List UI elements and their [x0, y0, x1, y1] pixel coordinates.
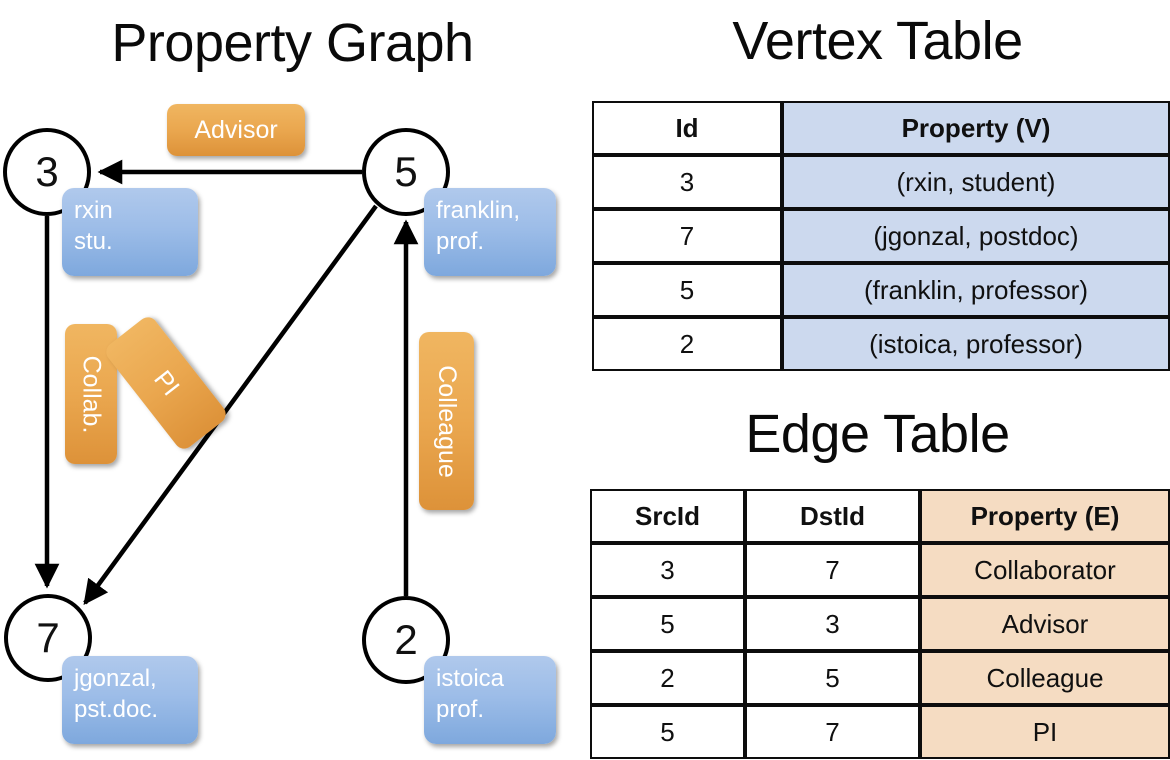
vertex-property-box-5-line2: prof. — [436, 227, 485, 255]
vertex-property-box-5-line1: franklin, — [436, 197, 521, 224]
graph-node-2-label: 2 — [394, 616, 418, 663]
edge-table-cell-dstid: 7 — [745, 543, 920, 597]
table-row: 2 5 Colleague — [590, 651, 1170, 705]
edge-label-advisor-text: Advisor — [194, 115, 278, 144]
edge-label-collab-text: Collab. — [77, 355, 106, 433]
edge-table-cell-srcid: 5 — [590, 705, 745, 759]
edge-label-colleague[interactable]: Colleague — [419, 332, 474, 510]
table-header-row: SrcId DstId Property (E) — [590, 489, 1170, 543]
edge-label-advisor[interactable]: Advisor — [167, 104, 305, 156]
table-row: 5 7 PI — [590, 705, 1170, 759]
vertex-table-cell-property: (jgonzal, postdoc) — [782, 209, 1170, 263]
vertex-table-cell-id: 3 — [592, 155, 782, 209]
vertex-table-cell-property: (rxin, student) — [782, 155, 1170, 209]
page-title-property-graph: Property Graph — [111, 13, 474, 73]
edge-table-header-dstid: DstId — [745, 489, 920, 543]
page-title-edge-table: Edge Table — [745, 404, 1010, 464]
edge-table-cell-dstid: 7 — [745, 705, 920, 759]
edge-table-cell-srcid: 3 — [590, 543, 745, 597]
graph-node-3-label: 3 — [35, 148, 59, 195]
table-row: 2 (istoica, professor) — [592, 317, 1170, 371]
table-row: 7 (jgonzal, postdoc) — [592, 209, 1170, 263]
vertex-table-cell-id: 2 — [592, 317, 782, 371]
vertex-table-cell-id: 7 — [592, 209, 782, 263]
edge-table-cell-srcid: 5 — [590, 597, 745, 651]
vertex-property-box-7[interactable]: jgonzal, pst.doc. — [62, 656, 198, 744]
edge-table-cell-dstid: 3 — [745, 597, 920, 651]
vertex-table-header-id: Id — [592, 101, 782, 155]
edge-table-header-srcid: SrcId — [590, 489, 745, 543]
property-graph-edges — [34, 159, 419, 605]
edge-label-pi-text: PI — [148, 364, 185, 401]
edge-table-header-property: Property (E) — [920, 489, 1170, 543]
edge-table-cell-srcid: 2 — [590, 651, 745, 705]
vertex-property-box-2-line1: istoica — [436, 665, 505, 692]
vertex-property-box-2[interactable]: istoica prof. — [424, 656, 556, 744]
graph-node-2[interactable]: 2 — [362, 596, 450, 684]
edge-table-cell-property: Collaborator — [920, 543, 1170, 597]
vertex-table-cell-id: 5 — [592, 263, 782, 317]
vertex-property-box-3-line2: stu. — [74, 227, 113, 255]
edge-table: SrcId DstId Property (E) 3 7 Collaborato… — [590, 489, 1170, 759]
table-row: 5 (franklin, professor) — [592, 263, 1170, 317]
edge-table-cell-dstid: 5 — [745, 651, 920, 705]
vertex-property-box-7-line2: pst.doc. — [74, 695, 159, 723]
vertex-table-cell-property: (istoica, professor) — [782, 317, 1170, 371]
vertex-property-box-7-line1: jgonzal, — [74, 665, 157, 692]
vertex-property-box-3[interactable]: rxin stu. — [62, 188, 198, 276]
edge-table-cell-property: Colleague — [920, 651, 1170, 705]
vertex-property-box-2-line2: prof. — [436, 695, 485, 723]
edge-table-cell-property: Advisor — [920, 597, 1170, 651]
table-row: 5 3 Advisor — [590, 597, 1170, 651]
graph-node-5-label: 5 — [394, 148, 418, 195]
vertex-table-header-property: Property (V) — [782, 101, 1170, 155]
page-title-vertex-table: Vertex Table — [732, 11, 1023, 71]
table-row: 3 (rxin, student) — [592, 155, 1170, 209]
edge-label-colleague-text: Colleague — [433, 364, 461, 478]
graph-node-5[interactable]: 5 — [362, 128, 450, 216]
edge-line-5-to-7 — [83, 204, 378, 605]
edge-table-cell-property: PI — [920, 705, 1170, 759]
table-header-row: Id Property (V) — [592, 101, 1170, 155]
vertex-property-box-5[interactable]: franklin, prof. — [424, 188, 556, 276]
vertex-property-box-3-line1: rxin — [74, 197, 113, 224]
vertex-table: Id Property (V) 3 (rxin, student) 7 (jgo… — [592, 101, 1170, 371]
table-row: 3 7 Collaborator — [590, 543, 1170, 597]
graph-node-7-label: 7 — [36, 614, 60, 661]
vertex-table-cell-property: (franklin, professor) — [782, 263, 1170, 317]
